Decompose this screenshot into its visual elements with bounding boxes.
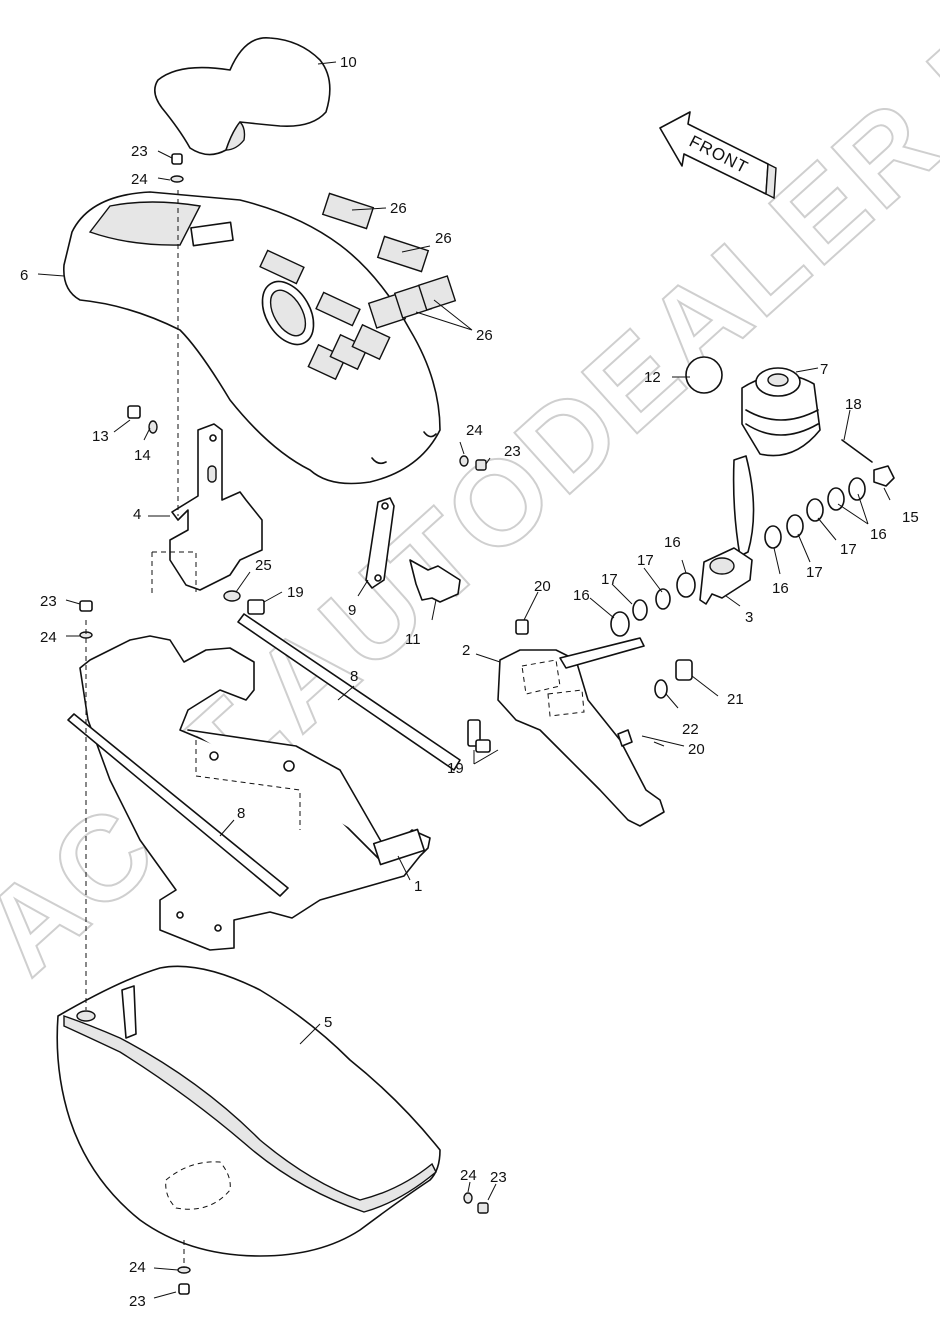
callout-21: 21 <box>727 691 744 708</box>
callout-24: 24 <box>460 1167 477 1184</box>
callout-15: 15 <box>902 509 919 526</box>
callout-17: 17 <box>806 564 823 581</box>
callout-17: 17 <box>840 541 857 558</box>
callout-2: 2 <box>462 642 470 659</box>
callout-23: 23 <box>129 1293 146 1310</box>
callout-12: 12 <box>644 369 661 386</box>
callout-16: 16 <box>772 580 789 597</box>
callout-14: 14 <box>134 447 151 464</box>
armrest-cushion <box>154 37 331 156</box>
callout-17: 17 <box>637 552 654 569</box>
lever-bracket <box>169 423 265 615</box>
callout-16: 16 <box>870 526 887 543</box>
callout-16: 16 <box>573 587 590 604</box>
callout-16: 16 <box>664 534 681 551</box>
callout-7: 7 <box>820 361 828 378</box>
centre-lines <box>85 190 197 1268</box>
mounting-plate <box>467 637 693 827</box>
callout-8: 8 <box>350 668 358 685</box>
gear-lever <box>685 356 821 605</box>
leader-lines <box>37 61 891 1299</box>
callout-3: 3 <box>745 609 753 626</box>
console-frame <box>79 635 431 951</box>
callout-8: 8 <box>237 805 245 822</box>
callout-25: 25 <box>255 557 272 574</box>
callout-23: 23 <box>131 143 148 160</box>
callout-4: 4 <box>133 506 141 523</box>
trim-strips <box>67 613 461 897</box>
callout-24: 24 <box>466 422 483 439</box>
callout-1: 1 <box>414 878 422 895</box>
callout-23: 23 <box>504 443 521 460</box>
callout-19: 19 <box>447 760 464 777</box>
callout-20: 20 <box>534 578 551 595</box>
callout-11: 11 <box>405 631 421 648</box>
callout-17: 17 <box>601 571 618 588</box>
console-cover <box>63 191 441 485</box>
callout-26: 26 <box>476 327 493 344</box>
callout-26: 26 <box>390 200 407 217</box>
callout-20: 20 <box>688 741 705 758</box>
callout-6: 6 <box>20 267 28 284</box>
callout-10: 10 <box>340 54 357 71</box>
callout-23: 23 <box>40 593 57 610</box>
callout-9: 9 <box>348 602 356 619</box>
callout-24: 24 <box>131 171 148 188</box>
labels <box>321 192 457 329</box>
callout-5: 5 <box>324 1014 332 1031</box>
lower-cover <box>56 965 441 1257</box>
front-arrow: FRONT <box>659 111 777 200</box>
washers <box>610 439 895 699</box>
callout-22: 22 <box>682 721 699 738</box>
callout-labels: 10 23 24 26 26 6 26 12 7 18 13 14 24 23 … <box>20 54 919 1310</box>
callout-26: 26 <box>435 230 452 247</box>
callout-19: 19 <box>287 584 304 601</box>
callout-23: 23 <box>490 1169 507 1186</box>
callout-18: 18 <box>845 396 862 413</box>
callout-24: 24 <box>40 629 57 646</box>
callout-13: 13 <box>92 428 109 445</box>
callout-24: 24 <box>129 1259 146 1276</box>
linkage <box>365 497 529 635</box>
